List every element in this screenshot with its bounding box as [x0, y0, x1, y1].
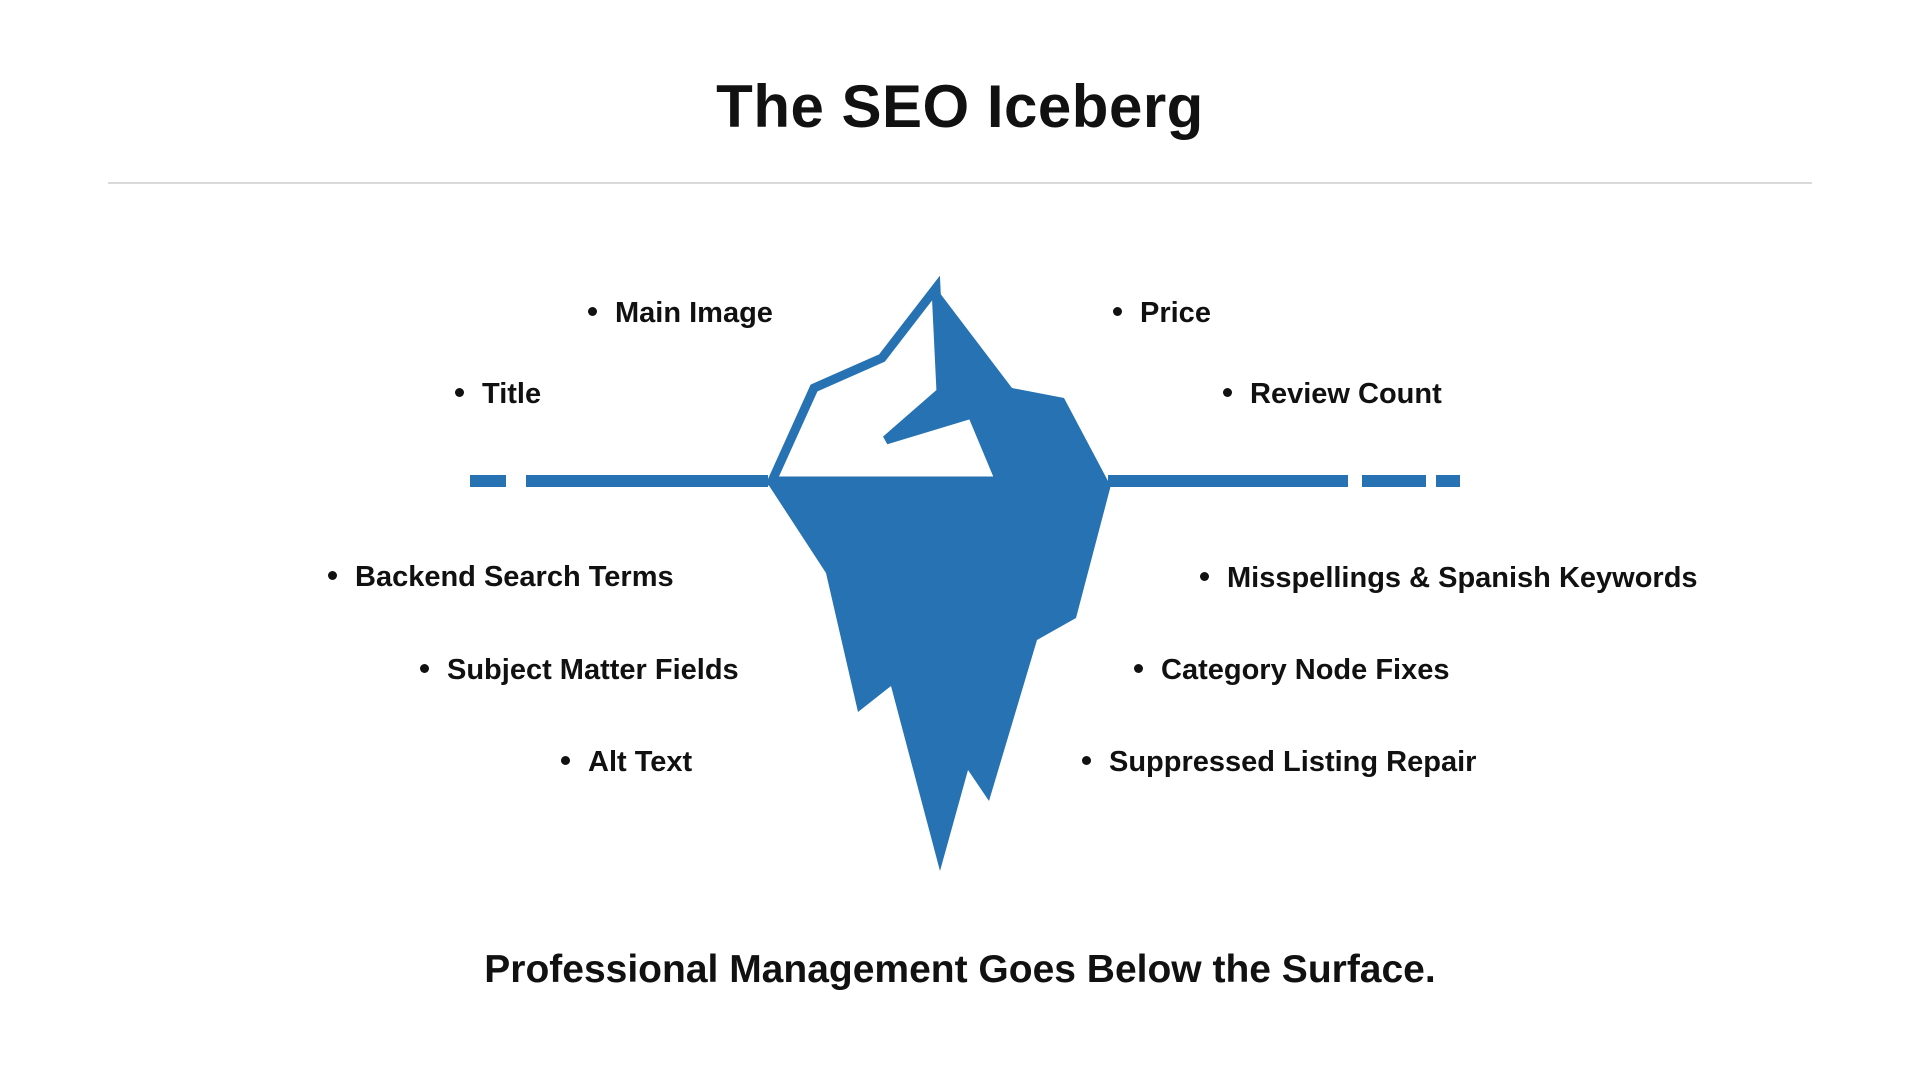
- list-item: Alt Text: [561, 744, 692, 780]
- bullet-icon: [1134, 663, 1143, 673]
- list-item-label: Main Image: [615, 297, 773, 329]
- iceberg-tip-outline: [765, 275, 1007, 486]
- list-item-label: Alt Text: [588, 746, 693, 778]
- bullet-icon: [1223, 387, 1232, 397]
- water-line-dash-left-1: [470, 475, 506, 487]
- list-item: Title: [455, 376, 541, 412]
- water-line: [470, 475, 1460, 487]
- bullet-icon: [1200, 571, 1209, 581]
- water-line-left: [526, 475, 768, 487]
- list-item-label: Review Count: [1250, 378, 1442, 410]
- list-item: Suppressed Listing Repair: [1082, 744, 1476, 780]
- bullet-icon: [588, 306, 597, 316]
- water-line-right: [1108, 475, 1348, 487]
- title-divider: [108, 182, 1812, 184]
- list-item-label: Backend Search Terms: [355, 561, 674, 593]
- tagline: Professional Management Goes Below the S…: [484, 948, 1436, 991]
- list-item-label: Title: [482, 378, 542, 410]
- bullet-icon: [455, 387, 464, 397]
- list-item-label: Subject Matter Fields: [447, 654, 739, 686]
- list-item: Category Node Fixes: [1134, 652, 1449, 688]
- list-item: Misspellings & Spanish Keywords: [1200, 560, 1698, 596]
- list-item: Backend Search Terms: [328, 559, 674, 595]
- page-title: The SEO Iceberg: [716, 73, 1204, 140]
- list-item: Price: [1113, 295, 1211, 331]
- bullet-icon: [1082, 755, 1091, 765]
- list-item-label: Category Node Fixes: [1161, 654, 1450, 686]
- bullet-icon: [1113, 306, 1122, 316]
- list-item-label: Price: [1140, 297, 1211, 329]
- bullet-icon: [328, 570, 337, 580]
- list-item: Main Image: [588, 295, 773, 331]
- list-item: Review Count: [1223, 376, 1442, 412]
- list-item-label: Misspellings & Spanish Keywords: [1227, 562, 1698, 594]
- bullet-icon: [561, 755, 570, 765]
- bullet-icon: [420, 663, 429, 673]
- list-item: Subject Matter Fields: [420, 652, 739, 688]
- water-line-dash-right-2: [1436, 475, 1460, 487]
- iceberg-underwater: [766, 481, 1112, 871]
- water-line-dash-right-1: [1362, 475, 1426, 487]
- list-item-label: Suppressed Listing Repair: [1109, 746, 1477, 778]
